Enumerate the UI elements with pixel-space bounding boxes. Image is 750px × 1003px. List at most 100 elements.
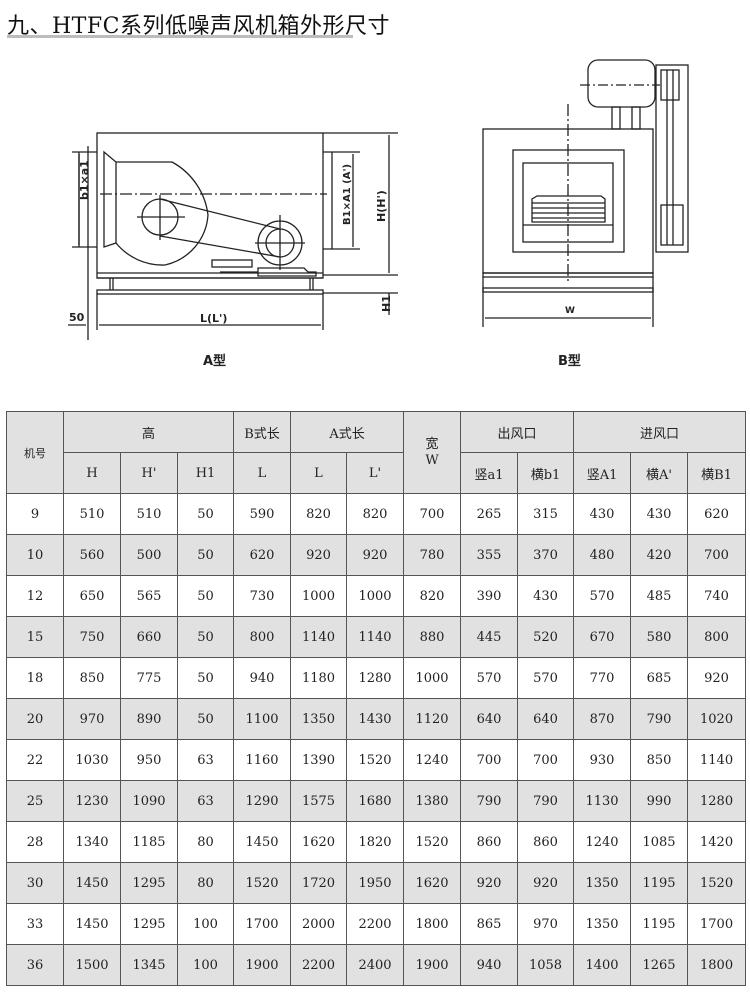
table-cell: 1800 — [687, 944, 747, 986]
table-cell: 770 — [573, 657, 632, 699]
table-cell: 560 — [63, 534, 121, 576]
table-cell: 640 — [460, 698, 519, 740]
table-cell: 1280 — [687, 780, 747, 822]
table-cell: 660 — [120, 616, 178, 658]
table-cell: 315 — [517, 493, 575, 535]
table-cell: 1120 — [403, 698, 462, 740]
table-cell: 730 — [233, 575, 291, 617]
subheader-a1: 竖a1 — [460, 452, 519, 494]
table-cell: 700 — [517, 739, 575, 781]
table-cell: 2400 — [345, 944, 405, 986]
table-cell: 570 — [460, 657, 519, 699]
table-cell: 620 — [687, 493, 747, 535]
table-cell: 480 — [573, 534, 632, 576]
table-cell: 970 — [517, 903, 575, 945]
table-cell: 1680 — [345, 780, 405, 822]
table-cell: 860 — [460, 821, 519, 863]
table-cell: 265 — [460, 493, 519, 535]
table-cell: 445 — [460, 616, 519, 658]
table-cell: 790 — [517, 780, 575, 822]
table-cell: 1520 — [345, 739, 405, 781]
table-cell: 1020 — [687, 698, 747, 740]
table-cell: 50 — [177, 575, 234, 617]
table-cell: 1140 — [687, 739, 747, 781]
cell-model: 20 — [6, 698, 64, 740]
table-cell: 2200 — [345, 903, 405, 945]
dim-L-label: L(L') — [200, 312, 227, 325]
table-cell: 1520 — [687, 862, 747, 904]
table-cell: 1350 — [290, 698, 347, 740]
table-cell: 590 — [233, 493, 291, 535]
table-cell: 940 — [460, 944, 519, 986]
table-cell: 870 — [573, 698, 632, 740]
table-cell: 820 — [403, 575, 462, 617]
table-cell: 1700 — [687, 903, 747, 945]
drawing-a-caption: A型 — [203, 353, 226, 369]
table-cell: 1185 — [120, 821, 178, 863]
table-cell: 1450 — [63, 903, 121, 945]
table-cell: 80 — [177, 862, 234, 904]
table-cell: 430 — [630, 493, 689, 535]
table-cell: 1450 — [63, 862, 121, 904]
page-title: 九、HTFC系列低噪声风机箱外形尺寸 — [7, 14, 390, 39]
table-cell: 1390 — [290, 739, 347, 781]
table-cell: 1290 — [233, 780, 291, 822]
dim-H-label: H(H') — [375, 190, 388, 222]
table-cell: 1240 — [573, 821, 632, 863]
cell-model: 9 — [6, 493, 64, 535]
table-cell: 390 — [460, 575, 519, 617]
table-cell: 510 — [63, 493, 121, 535]
table-cell: 1280 — [345, 657, 405, 699]
table-cell: 430 — [573, 493, 632, 535]
table-cell: 700 — [403, 493, 462, 535]
table-cell: 1000 — [290, 575, 347, 617]
subheader-b1: 横b1 — [517, 452, 575, 494]
table-cell: 565 — [120, 575, 178, 617]
dim-50-label: 50 — [69, 311, 85, 324]
table-cell: 50 — [177, 493, 234, 535]
table-cell: 820 — [345, 493, 405, 535]
table-cell: 1520 — [233, 862, 291, 904]
table-cell: 1230 — [63, 780, 121, 822]
table-cell: 1820 — [345, 821, 405, 863]
table-cell: 80 — [177, 821, 234, 863]
table-cell: 920 — [517, 862, 575, 904]
table-cell: 800 — [233, 616, 291, 658]
table-cell: 1340 — [63, 821, 121, 863]
table-cell: 520 — [517, 616, 575, 658]
dim-B1A1-label: B1×A1 (A') — [342, 164, 353, 225]
table-cell: 1400 — [573, 944, 632, 986]
table-cell: 370 — [517, 534, 575, 576]
table-cell: 50 — [177, 698, 234, 740]
table-cell: 790 — [630, 698, 689, 740]
table-cell: 1720 — [290, 862, 347, 904]
table-cell: 50 — [177, 657, 234, 699]
table-cell: 650 — [63, 575, 121, 617]
table-cell: 1240 — [403, 739, 462, 781]
table-cell: 800 — [687, 616, 747, 658]
table-cell: 670 — [573, 616, 632, 658]
table-cell: 1520 — [403, 821, 462, 863]
table-cell: 1000 — [345, 575, 405, 617]
table-cell: 1265 — [630, 944, 689, 986]
table-cell: 1700 — [233, 903, 291, 945]
header-model: 机号 — [6, 411, 64, 494]
header-height: 高 — [63, 411, 234, 453]
table-cell: 2000 — [290, 903, 347, 945]
cell-model: 33 — [6, 903, 64, 945]
table-cell: 1575 — [290, 780, 347, 822]
table-cell: 850 — [630, 739, 689, 781]
header-width: 宽 W — [403, 411, 462, 494]
table-cell: 420 — [630, 534, 689, 576]
table-cell: 63 — [177, 739, 234, 781]
table-cell: 850 — [63, 657, 121, 699]
header-outlet: 出风口 — [460, 411, 575, 453]
table-cell: 1100 — [233, 698, 291, 740]
dim-W-label: W — [565, 306, 575, 316]
header-a-length: A式长 — [289, 411, 405, 453]
